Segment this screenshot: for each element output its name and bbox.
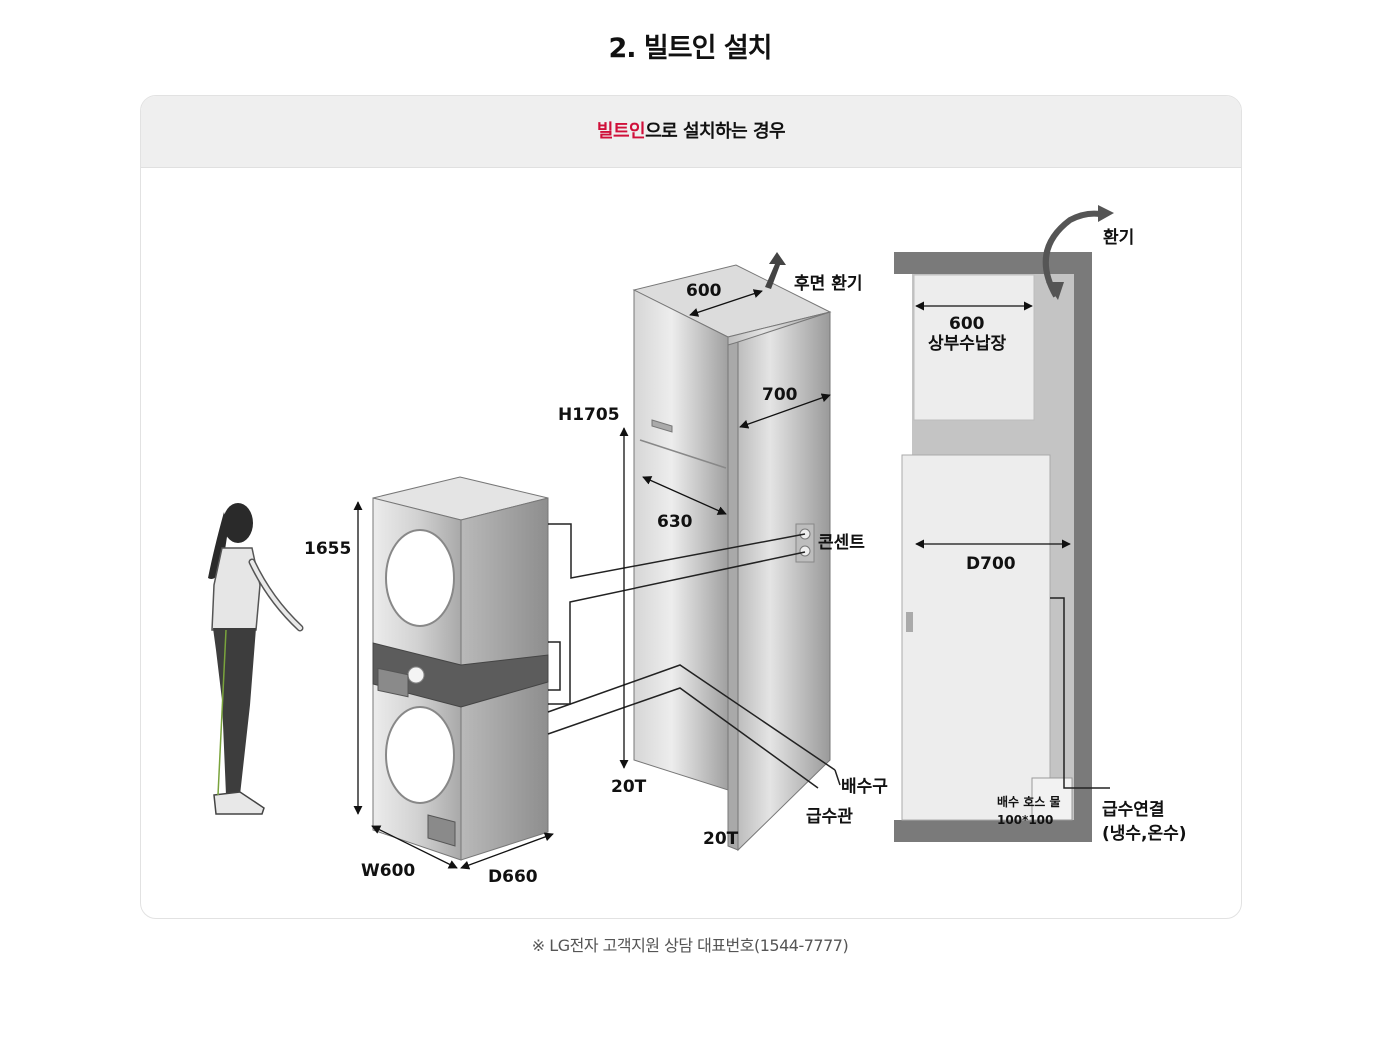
label-top-600: 600: [686, 281, 722, 301]
label-hole-size: 100*100: [997, 813, 1053, 827]
label-thickness-20t-bottom: 20T: [703, 829, 739, 849]
label-height-1705: H1705: [558, 405, 620, 425]
dimension-arrows: [353, 289, 1071, 870]
connection-lines: [547, 523, 841, 789]
label-thickness-20t-left: 20T: [611, 777, 647, 797]
label-depth-630: 630: [657, 512, 693, 532]
card-header: 빌트인으로 설치하는 경우: [141, 96, 1241, 168]
label-drain-hose: 배수 호스 물: [997, 794, 1061, 809]
page-title: 2. 빌트인 설치: [608, 33, 772, 64]
label-depth-700: D700: [966, 554, 1016, 574]
label-depth-660: D660: [488, 867, 538, 887]
label-cabinet-600: 600: [949, 314, 985, 334]
header-text: 으로 설치하는 경우: [645, 121, 786, 142]
label-drain: 배수구: [841, 777, 888, 797]
label-vent: 환기: [1103, 228, 1134, 248]
label-water-connection-types: (냉수,온수): [1102, 824, 1187, 844]
label-rear-vent: 후면 환기: [794, 273, 862, 294]
person-figure: [208, 503, 304, 815]
label-width-600: W600: [361, 861, 415, 881]
builtin-cabinet: [632, 252, 832, 852]
side-section-view: [894, 205, 1114, 842]
label-height-1655: 1655: [304, 539, 351, 559]
stacked-washer-dryer: [372, 476, 549, 861]
footnote-support-number: ※ LG전자 고객지원 상담 대표번호(1544-7777): [531, 936, 849, 955]
label-water-connection: 급수연결: [1102, 800, 1165, 820]
label-depth-700-side: 700: [762, 385, 798, 405]
label-outlet: 콘센트: [818, 533, 865, 553]
label-upper-cabinet: 상부수납장: [928, 334, 1007, 354]
header-highlight: 빌트인: [596, 121, 646, 142]
label-supply-pipe: 급수관: [806, 807, 853, 827]
